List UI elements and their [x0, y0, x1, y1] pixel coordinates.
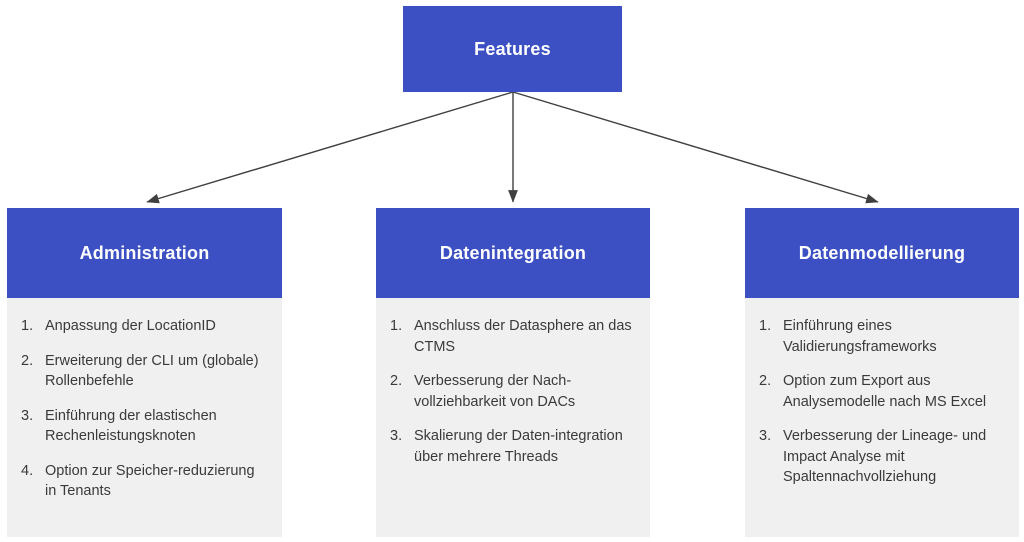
list-item-text: Option zum Export aus Analysemodelle nac… — [783, 373, 987, 410]
category-column-datenmodellierung: Datenmodellierung 1. Einführung eines Va… — [745, 208, 1019, 537]
list-item-index: 3. — [21, 407, 34, 424]
list-item: 3. Einführung der elastischen Rechenleis… — [13, 406, 266, 447]
list-item-index: 1. — [759, 318, 772, 334]
list-item: 2. Erweiterung der CLI um (globale) Roll… — [13, 351, 266, 392]
list-item-text: Anschluss der Datasphere an das CTMS — [414, 318, 632, 355]
list-item-index: 1. — [390, 318, 403, 334]
category-body-datenmodellierung: 1. Einführung eines Validierungsframewor… — [745, 298, 1019, 537]
list-item-index: 3. — [390, 428, 403, 445]
root-node-features[interactable]: Features — [403, 6, 622, 92]
list-item: 2. Option zum Export aus Analysemodelle … — [751, 371, 1003, 412]
feature-list-datenmodellierung: 1. Einführung eines Validierungsframewor… — [751, 316, 1003, 488]
list-item: 3. Skalierung der Daten-integration über… — [382, 426, 634, 467]
list-item-text: Erweiterung der CLI um (globale) Rollenb… — [45, 352, 259, 390]
list-item: 3. Verbesserung der Lineage- und Impact … — [751, 426, 1003, 488]
list-item: 1. Anpassung der LocationID — [13, 316, 266, 337]
list-item-index: 4. — [21, 462, 34, 479]
list-item: 1. Anschluss der Datasphere an das CTMS — [382, 316, 634, 357]
list-item: 4. Option zur Speicher-reduzierung in Te… — [13, 461, 266, 502]
arrow-to-datenmodellierung — [512, 91, 879, 204]
list-item: 1. Einführung eines Validierungsframewor… — [751, 316, 1003, 357]
category-header-label: Administration — [79, 242, 210, 263]
category-header-label: Datenintegration — [439, 242, 587, 263]
list-item-text: Einführung der elastischen Rechenleistun… — [45, 407, 217, 445]
list-item-index: 1. — [21, 318, 34, 334]
list-item-text: Anpassung der LocationID — [45, 318, 216, 334]
category-header-label: Datenmodellierung — [798, 242, 966, 263]
category-body-datenintegration: 1. Anschluss der Datasphere an das CTMS … — [376, 298, 650, 537]
category-column-administration: Administration 1. Anpassung der Location… — [7, 208, 282, 537]
category-header-administration[interactable]: Administration — [7, 208, 282, 298]
category-column-datenintegration: Datenintegration 1. Anschluss der Datasp… — [376, 208, 650, 537]
list-item-index: 2. — [390, 373, 403, 390]
category-body-administration: 1. Anpassung der LocationID 2. Erweiteru… — [7, 298, 282, 537]
list-item-index: 2. — [21, 352, 34, 369]
list-item-text: Verbesserung der Nach-vollziehbarkeit vo… — [414, 373, 576, 410]
category-header-datenintegration[interactable]: Datenintegration — [376, 208, 650, 298]
feature-list-datenintegration: 1. Anschluss der Datasphere an das CTMS … — [382, 316, 634, 467]
arrow-to-administration — [146, 91, 514, 204]
list-item-index: 2. — [759, 373, 772, 390]
list-item-text: Skalierung der Daten-integration über me… — [414, 428, 623, 465]
list-item-text: Verbesserung der Lineage- und Impact Ana… — [783, 428, 987, 486]
list-item-index: 3. — [759, 428, 772, 445]
category-header-datenmodellierung[interactable]: Datenmodellierung — [745, 208, 1019, 298]
feature-list-administration: 1. Anpassung der LocationID 2. Erweiteru… — [13, 316, 266, 502]
list-item-text: Einführung eines Validierungsframeworks — [783, 318, 937, 355]
root-node-label: Features — [474, 38, 551, 59]
list-item-text: Option zur Speicher-reduzierung in Tenan… — [45, 462, 255, 500]
list-item: 2. Verbesserung der Nach-vollziehbarkeit… — [382, 371, 634, 412]
